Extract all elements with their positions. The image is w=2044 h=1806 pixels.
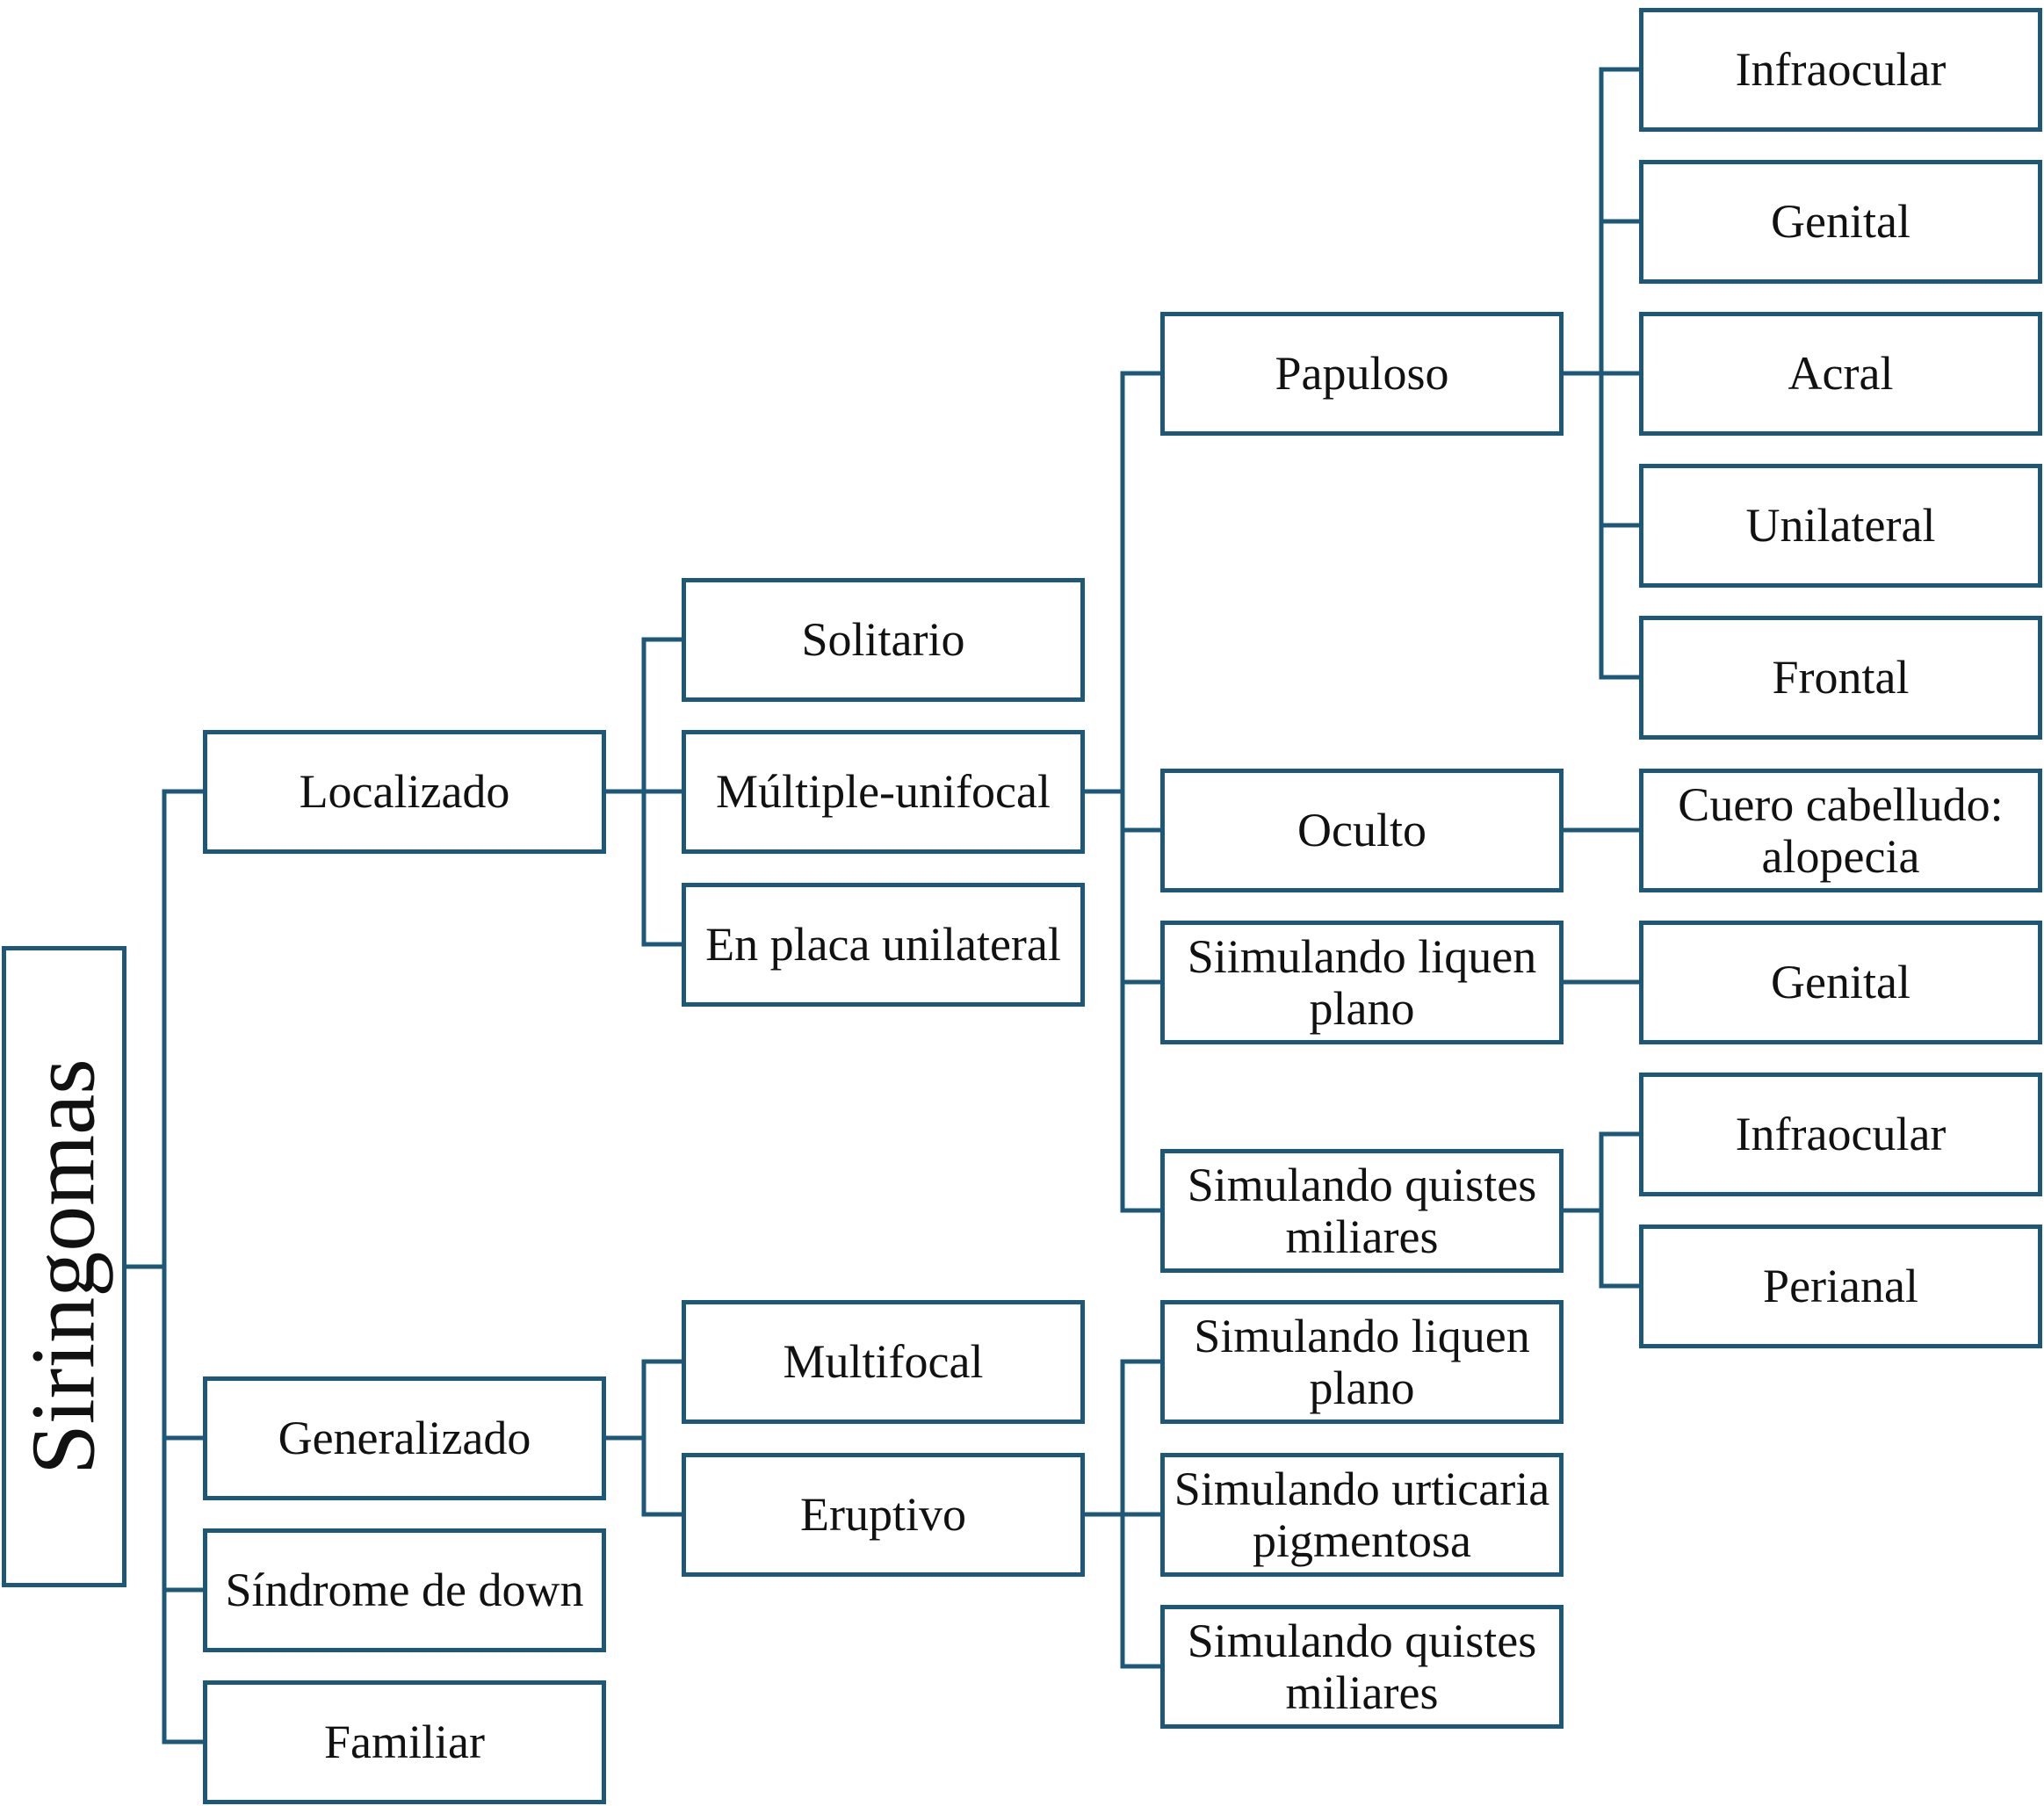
node-label: Cuero cabelludo: alopecia bbox=[1678, 778, 2004, 883]
node-multifocal: Multifocal bbox=[682, 1300, 1085, 1424]
node-label: Infraocular bbox=[1735, 43, 1946, 97]
node-generalizado: Generalizado bbox=[203, 1376, 606, 1500]
node-solitario: Solitario bbox=[682, 578, 1085, 702]
node-acral: Acral bbox=[1639, 312, 2042, 436]
node-label: Múltiple-unifocal bbox=[716, 765, 1051, 819]
node-simulando-quistes-miliares-eruptivo: Simulando quistes miliares bbox=[1160, 1605, 1564, 1729]
node-label: Localizado bbox=[299, 765, 510, 819]
node-genital: Genital bbox=[1639, 160, 2042, 284]
node-label: Multifocal bbox=[783, 1335, 984, 1389]
node-label: Síndrome de down bbox=[225, 1564, 584, 1617]
node-infraocular-quistes: Infraocular bbox=[1639, 1073, 2042, 1196]
node-label: Simulando urticaria pigmentosa bbox=[1174, 1463, 1550, 1567]
node-label: Simulando quistes miliares bbox=[1187, 1159, 1537, 1263]
node-cuero-cabelludo-alopecia: Cuero cabelludo: alopecia bbox=[1639, 769, 2042, 892]
node-genital-liquen: Genital bbox=[1639, 921, 2042, 1044]
node-sindrome-de-down: Síndrome de down bbox=[203, 1528, 606, 1652]
node-label: Simulando quistes miliares bbox=[1187, 1615, 1537, 1719]
node-eruptivo: Eruptivo bbox=[682, 1453, 1085, 1577]
root-siringomas: Siringomas bbox=[2, 946, 126, 1587]
node-multiple-unifocal: Múltiple-unifocal bbox=[682, 730, 1085, 854]
node-label: Genital bbox=[1771, 195, 1910, 249]
node-label: Siimulando liquen plano bbox=[1187, 930, 1537, 1035]
node-frontal: Frontal bbox=[1639, 616, 2042, 740]
node-oculto: Oculto bbox=[1160, 769, 1564, 892]
node-label: Eruptivo bbox=[800, 1488, 966, 1542]
node-label: Solitario bbox=[801, 613, 965, 667]
node-label: Genital bbox=[1771, 956, 1910, 1009]
node-label: En placa unilateral bbox=[705, 918, 1061, 972]
node-papuloso: Papuloso bbox=[1160, 312, 1564, 436]
node-label: Acral bbox=[1788, 347, 1894, 401]
root-label: Siringomas bbox=[12, 1058, 114, 1475]
node-label: Perianal bbox=[1763, 1260, 1918, 1313]
node-unilateral: Unilateral bbox=[1639, 464, 2042, 588]
node-label: Simulando liquen plano bbox=[1194, 1310, 1530, 1414]
node-label: Frontal bbox=[1772, 651, 1910, 704]
node-label: Unilateral bbox=[1745, 499, 1936, 553]
node-simulando-liquen-plano-eruptivo: Simulando liquen plano bbox=[1160, 1300, 1564, 1424]
node-familiar: Familiar bbox=[203, 1680, 606, 1804]
node-label: Infraocular bbox=[1735, 1108, 1946, 1161]
node-simulando-liquen-plano: Siimulando liquen plano bbox=[1160, 921, 1564, 1044]
node-label: Familiar bbox=[324, 1716, 485, 1769]
node-perianal: Perianal bbox=[1639, 1224, 2042, 1348]
node-localizado: Localizado bbox=[203, 730, 606, 854]
node-simulando-quistes-miliares: Simulando quistes miliares bbox=[1160, 1149, 1564, 1273]
node-label: Oculto bbox=[1297, 804, 1426, 857]
node-simulando-urticaria-pigmentosa: Simulando urticaria pigmentosa bbox=[1160, 1453, 1564, 1577]
node-label: Papuloso bbox=[1275, 347, 1449, 401]
node-infraocular: Infraocular bbox=[1639, 8, 2042, 132]
node-label: Generalizado bbox=[278, 1412, 531, 1465]
node-en-placa-unilateral: En placa unilateral bbox=[682, 883, 1085, 1007]
